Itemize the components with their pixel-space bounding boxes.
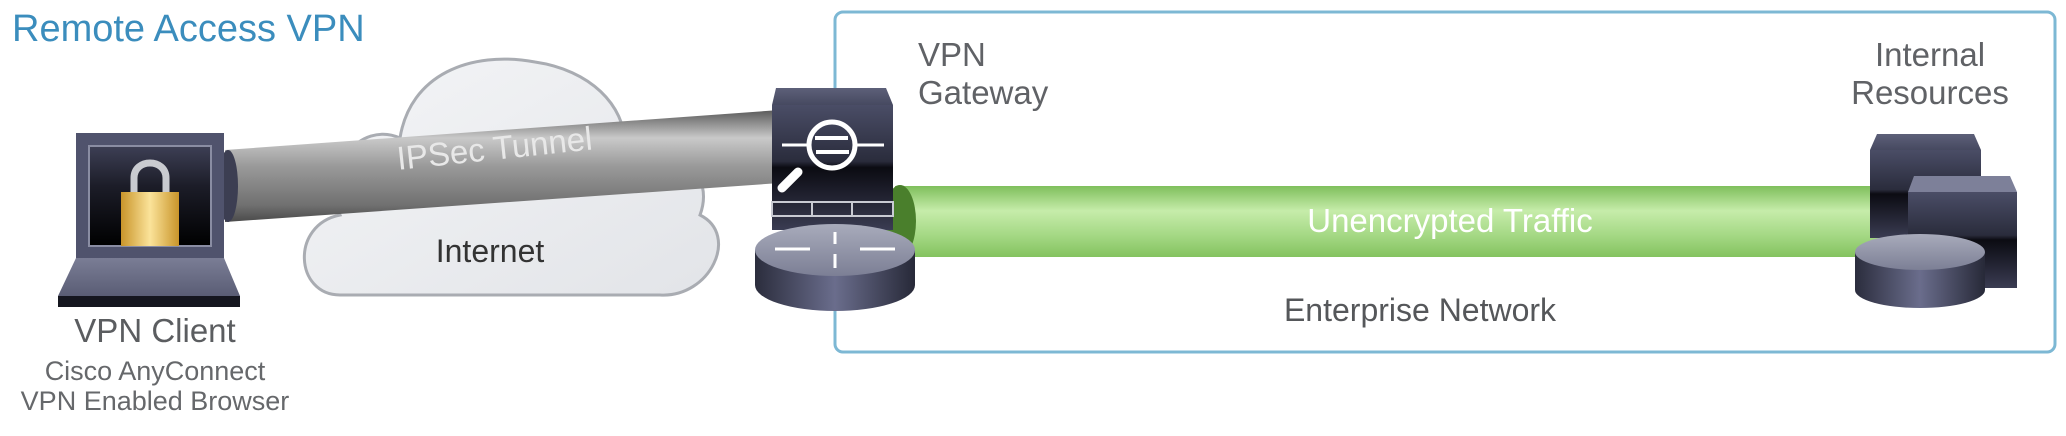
vpn-client-label: VPN Client bbox=[74, 312, 236, 349]
internal-resources-label-line2: Resources bbox=[1851, 74, 2009, 111]
laptop-lock-icon bbox=[58, 133, 240, 307]
vpn-gateway-label-line2: Gateway bbox=[918, 74, 1049, 111]
vpn-gateway-label-line1: VPN bbox=[918, 36, 986, 73]
unencrypted-traffic-pipe bbox=[884, 185, 1880, 257]
enterprise-network-label: Enterprise Network bbox=[1283, 292, 1557, 328]
vpn-client-subtitle-2: VPN Enabled Browser bbox=[20, 386, 290, 416]
firewall-router-icon bbox=[755, 88, 915, 311]
unencrypted-traffic-label: Unencrypted Traffic bbox=[1307, 202, 1593, 239]
diagram-title: Remote Access VPN bbox=[12, 8, 365, 50]
internal-resources-label: Internal Resources bbox=[1830, 36, 2030, 112]
internet-label: Internet bbox=[435, 233, 545, 269]
vpn-gateway-label: VPN Gateway bbox=[918, 36, 1048, 112]
servers-icon bbox=[1855, 134, 2017, 308]
vpn-client-subtitle-1: Cisco AnyConnect bbox=[44, 356, 266, 386]
internal-resources-label-line1: Internal bbox=[1874, 36, 1986, 73]
